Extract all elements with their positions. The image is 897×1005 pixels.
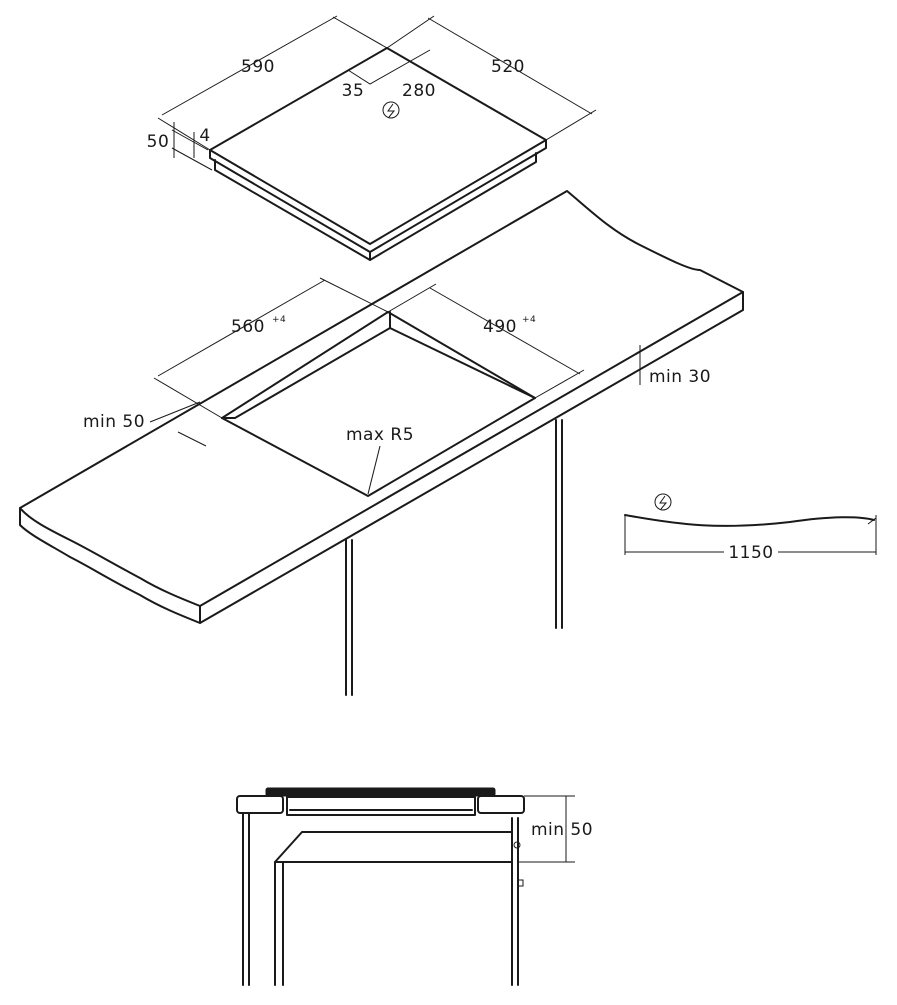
worktop-drawing: 560 +4 490 +4 min 30 min 50 max R5 [19, 190, 744, 696]
dim-corner-radius: max R5 [346, 425, 414, 445]
section-worktop-right [477, 795, 525, 814]
dim-520-ext-top [386, 15, 435, 49]
dim-hob-height: 50 [147, 132, 170, 152]
dim-50-ext-top [171, 129, 209, 151]
dim-520-ext-right [545, 109, 597, 141]
section-fixing [513, 841, 521, 849]
dim-520-line [427, 17, 593, 115]
dim-hob-width: 590 [241, 57, 275, 77]
hob-drawing: 590 520 35 280 50 4 [147, 15, 597, 261]
dim-490-line [429, 287, 581, 375]
dim-conn-35: 35 [342, 81, 365, 101]
dim-cutout-width: 560 [231, 317, 265, 337]
dim-min50-ext [177, 431, 207, 447]
section-bracket [517, 879, 524, 887]
dim-50-ext-bottom [171, 147, 213, 171]
dim-conn-280: 280 [402, 81, 436, 101]
dim-490-ext-top [387, 283, 437, 313]
worktop-cutout-inner-back [389, 327, 536, 399]
dim-cable-length: 1150 [728, 543, 773, 563]
hob-glass-top [209, 47, 547, 245]
dim-590-line [161, 15, 338, 116]
dim-section-clearance: min 50 [531, 820, 593, 840]
dim-590-ext-right [332, 16, 388, 49]
section-hob-body [286, 796, 476, 816]
dim-cutout-depth: 490 [483, 317, 517, 337]
worktop-front-edge [19, 291, 744, 624]
power-plug-icon [654, 493, 672, 511]
section-hob-glass [265, 787, 496, 797]
dim-front-clearance: min 50 [83, 412, 145, 432]
section-oven-outline [274, 831, 513, 986]
dim-r5-leader [367, 445, 381, 495]
dim-560-ext-left [153, 377, 223, 419]
section-worktop-left [236, 795, 284, 814]
dim-rear-clearance: min 30 [649, 367, 711, 387]
dim-560-ext-right [319, 277, 389, 313]
dim-560-line [157, 279, 326, 377]
section-view: min 50 [236, 787, 593, 986]
dim-cutout-width-tol: +4 [272, 315, 286, 325]
cable-end [867, 517, 877, 525]
dim-590-ext-left [157, 117, 211, 151]
dim-cutout-depth-tol: +4 [522, 315, 536, 325]
power-plug-icon [382, 101, 400, 119]
cable-drawing: 1150 [624, 493, 877, 563]
dim-hob-depth: 520 [491, 57, 525, 77]
worktop-cutout-inner-wall [221, 311, 391, 419]
cable-line [624, 514, 875, 527]
dim-min50-line [149, 401, 201, 423]
dim-glass-thickness: 4 [199, 126, 210, 146]
dim-490-ext-right [534, 369, 585, 399]
hob-connection-line [347, 49, 431, 85]
